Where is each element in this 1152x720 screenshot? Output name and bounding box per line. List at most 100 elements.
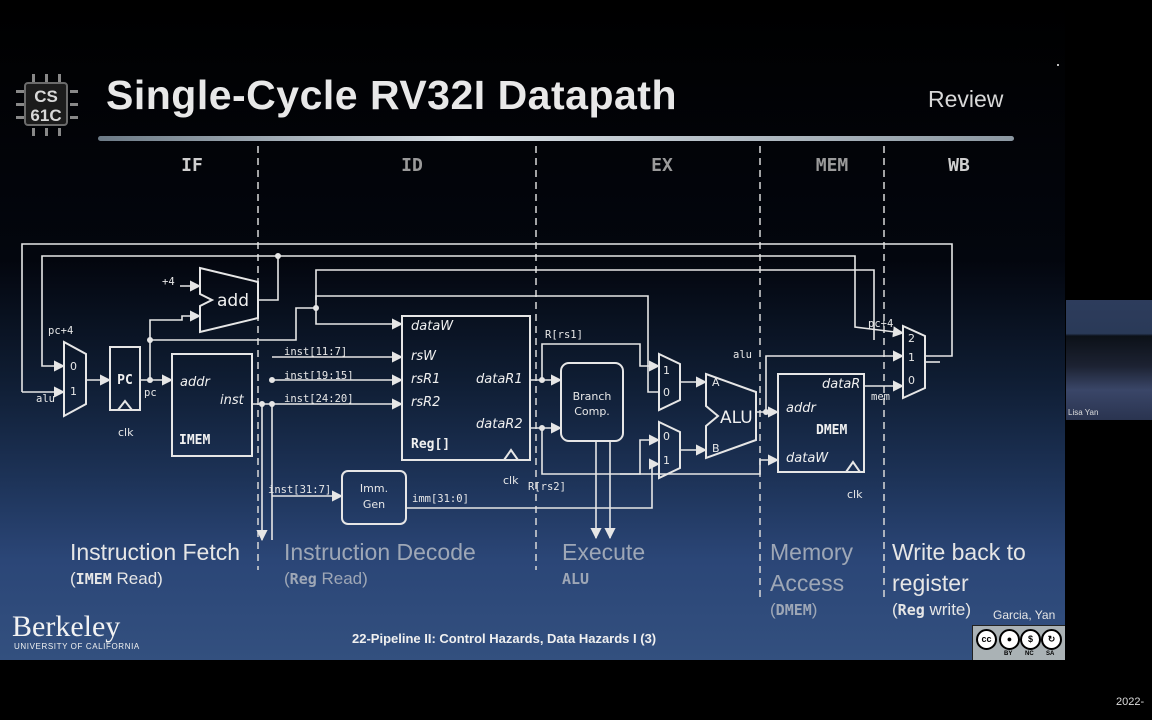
desc-wb-code: Reg bbox=[897, 601, 925, 619]
alu-a-mux: 1 0 bbox=[658, 352, 681, 412]
sig-inst-19-15: inst[19:15] bbox=[284, 370, 354, 382]
reg-clk-label: clk bbox=[503, 474, 519, 487]
svg-text:dataR1: dataR1 bbox=[476, 372, 523, 387]
alu-label-left: alu bbox=[36, 393, 55, 405]
desc-id: Instruction Decode (Reg Read) bbox=[284, 539, 476, 588]
by-icon: ● bbox=[999, 629, 1020, 650]
desc-wb: Write back to register (Reg write) bbox=[892, 539, 1026, 619]
pc-mux: 0 1 bbox=[63, 340, 87, 418]
svg-text:Reg[]: Reg[] bbox=[411, 437, 450, 452]
svg-text:inst: inst bbox=[220, 393, 245, 408]
desc-id-title: Instruction Decode bbox=[284, 539, 476, 565]
svg-text:rsR2: rsR2 bbox=[411, 395, 440, 410]
desc-id-code: Reg bbox=[289, 570, 317, 588]
pointer-speck bbox=[1057, 64, 1059, 66]
svg-text:1: 1 bbox=[663, 454, 670, 467]
sig-imm: imm[31:0] bbox=[412, 493, 469, 505]
title-rule bbox=[98, 136, 1014, 141]
speaker-video-thumbnail[interactable] bbox=[1066, 300, 1152, 420]
svg-text:0: 0 bbox=[663, 386, 670, 399]
wb-mux: 2 1 0 bbox=[902, 324, 926, 400]
svg-text:Branch: Branch bbox=[573, 390, 612, 403]
svg-text:dataW: dataW bbox=[411, 319, 454, 334]
cc-license-badge: cc ● $ ↻ BY NC SA bbox=[972, 625, 1065, 660]
cs61c-logo: CS 61C bbox=[14, 72, 80, 138]
desc-wb-title2: register bbox=[892, 570, 969, 596]
desc-ex: Execute ALU bbox=[562, 537, 645, 590]
nc-label: NC bbox=[1025, 651, 1034, 657]
desc-mem-title1: Memory bbox=[770, 539, 854, 565]
authors: Garcia, Yan bbox=[993, 608, 1056, 622]
svg-text:DMEM: DMEM bbox=[816, 423, 847, 438]
svg-text:rsW: rsW bbox=[411, 349, 437, 364]
berkeley-subtitle: UNIVERSITY OF CALIFORNIA bbox=[14, 642, 140, 651]
desc-mem: Memory Access (DMEM) bbox=[770, 539, 854, 619]
sig-inst-31-7: inst[31:7] bbox=[268, 484, 331, 496]
sig-rrs1: R[rs1] bbox=[545, 329, 583, 341]
svg-text:dataR2: dataR2 bbox=[476, 417, 523, 432]
alu-block: ALU A B bbox=[705, 372, 757, 460]
sig-inst-24-20: inst[24:20] bbox=[284, 393, 354, 405]
svg-text:0: 0 bbox=[663, 430, 670, 443]
sa-icon: ↻ bbox=[1041, 629, 1062, 650]
berkeley-logo: Berkeley bbox=[12, 610, 121, 643]
svg-text:1: 1 bbox=[663, 364, 670, 377]
desc-mem-title2: Access bbox=[770, 570, 845, 596]
review-tag: Review bbox=[928, 86, 1004, 112]
logo-line1: CS bbox=[34, 87, 58, 106]
svg-text:rsR1: rsR1 bbox=[411, 372, 440, 387]
desc-if: Instruction Fetch (IMEM Read) bbox=[70, 539, 241, 588]
svg-text:Imm.: Imm. bbox=[360, 482, 388, 495]
desc-wb-rest: write) bbox=[924, 600, 972, 619]
junction-dots bbox=[147, 253, 769, 431]
logo-line2: 61C bbox=[30, 106, 62, 125]
slide-footer: 22-Pipeline II: Control Hazards, Data Ha… bbox=[352, 631, 657, 646]
dmem-clk-label: clk bbox=[847, 488, 863, 501]
slide: CS 61C Single-Cycle RV32I Datapath Revie… bbox=[0, 0, 1065, 660]
alu-label-right: alu bbox=[733, 349, 752, 361]
desc-if-code: IMEM bbox=[75, 570, 112, 588]
svg-text:1: 1 bbox=[70, 385, 77, 398]
dmem-block: dataR addr DMEM dataW bbox=[777, 373, 865, 473]
stage-wb: WB bbox=[948, 155, 970, 176]
pc4-label-left: pc+4 bbox=[48, 325, 73, 337]
plus4-label: +4 bbox=[162, 276, 175, 288]
stage-id: ID bbox=[401, 155, 423, 176]
pc-clk-label: clk bbox=[118, 426, 134, 439]
svg-text:dataW: dataW bbox=[786, 451, 829, 466]
svg-text:dataR: dataR bbox=[822, 377, 860, 392]
pc-register: PC bbox=[109, 346, 141, 411]
sig-rrs2: R[rs2] bbox=[528, 481, 566, 493]
slide-title: Single-Cycle RV32I Datapath bbox=[106, 72, 677, 118]
desc-wb-title1: Write back to bbox=[892, 539, 1026, 565]
date-fragment: 2022- bbox=[1116, 696, 1145, 708]
svg-text:addr: addr bbox=[786, 401, 817, 416]
mem-label: mem bbox=[871, 391, 890, 403]
svg-text:1: 1 bbox=[908, 351, 915, 364]
svg-text:add: add bbox=[217, 291, 249, 311]
svg-text:addr: addr bbox=[180, 375, 211, 390]
svg-text:0: 0 bbox=[70, 360, 77, 373]
svg-text:2: 2 bbox=[908, 332, 915, 345]
nc-icon: $ bbox=[1020, 629, 1041, 650]
by-label: BY bbox=[1004, 651, 1013, 657]
datapath-diagram: IF ID EX MEM WB 0 1 pc+4 alu PC clk pc bbox=[21, 146, 970, 600]
desc-mem-code: DMEM bbox=[775, 601, 812, 619]
svg-text:A: A bbox=[712, 376, 720, 389]
pc-label: pc bbox=[144, 387, 157, 399]
speaker-name: Lisa Yan bbox=[1068, 408, 1099, 417]
svg-text:B: B bbox=[712, 442, 720, 455]
imem-block: addr inst IMEM bbox=[171, 353, 253, 457]
svg-text:Comp.: Comp. bbox=[574, 405, 610, 418]
branch-comparator: Branch Comp. bbox=[560, 362, 624, 442]
sa-label: SA bbox=[1046, 651, 1055, 657]
cc-icon: cc bbox=[976, 629, 997, 650]
stage-mem: MEM bbox=[816, 155, 849, 176]
desc-id-rest: Read) bbox=[316, 569, 368, 588]
desc-if-rest: Read) bbox=[111, 569, 163, 588]
svg-text:ALU: ALU bbox=[720, 408, 753, 428]
svg-text:IMEM: IMEM bbox=[179, 433, 210, 448]
desc-ex-title: Execute bbox=[562, 539, 646, 565]
svg-text:PC: PC bbox=[117, 373, 133, 388]
desc-if-title: Instruction Fetch bbox=[70, 539, 241, 565]
